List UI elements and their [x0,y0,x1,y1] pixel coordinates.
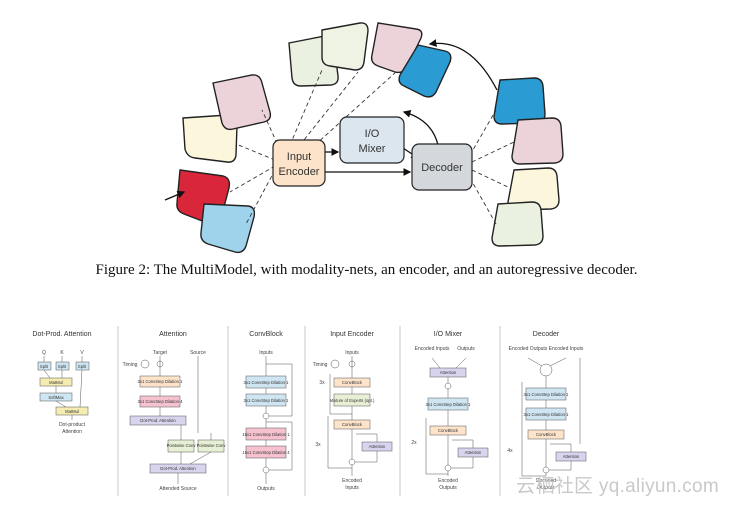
cb-conv-1: 3x1 ConvStep Dilation 1 [244,380,290,385]
modality-net-light-right [491,201,544,247]
io-attention-2: Attention [465,450,482,455]
att-conv-1: 3x1 ConvStep Dilation 1 [138,379,184,384]
dp-footer-2: Attention [62,429,82,435]
panel-convblock: ConvBlock Inputs 3x1 ConvStep Dilation 1… [242,331,293,492]
softmax: SoftMax [48,395,64,400]
multimodel-diagram: Input Encoder I/O Mixer Decoder [164,22,564,254]
ie-footer-1: Encoded [342,478,362,484]
dec-footer-2: Outputs [537,485,555,491]
pointwise-2: Pointwise Conv [197,443,227,448]
left-modality-nets [176,22,452,254]
target-label: Target [153,350,168,356]
io-footer-1: Encoded [438,478,458,484]
panel-io-mixer: I/O Mixer Encoded Inputs Outputs Attenti… [411,331,489,491]
att-dp-1: Dot-Prod. Attention [140,418,176,423]
watermark: 云栖社区 yq.aliyun.com [516,476,719,497]
decoder-box: Decoder [411,143,473,191]
inputs-label: Inputs [345,350,359,356]
input-encoder-label-2: Encoder [279,166,320,178]
split-v: Split [78,364,87,369]
modality-net-teal-top [398,44,452,98]
io-mixer-label-1: I/O [365,128,380,140]
panel-title: ConvBlock [249,331,283,338]
split-q: Split [40,364,49,369]
cb-conv-2: 3x1 ConvStep Dilation 1 [244,398,290,403]
io-mixer-box: I/O Mixer [339,116,405,164]
modality-net-pink-right [511,117,564,165]
inputs-label: Inputs [259,350,273,356]
io-attention-1: Attention [440,370,457,375]
panel-title: I/O Mixer [434,331,463,338]
panel-dot-prod-attention: Dot-Prod. Attention Q K V Split Split Sp… [32,331,91,435]
matmul-1: MatMul [49,380,63,385]
panel-attention: Attention Timing Target Source 3x1 ConvS… [123,331,227,492]
timing-label: Timing [313,362,328,368]
modality-net-pink-left [212,74,272,131]
repeat-2x: 2x [411,440,417,446]
dec-conv-1: 3x1 ConvStep Dilation 1 [524,392,570,397]
right-modality-nets [491,77,564,247]
panel-title: Input Encoder [330,331,374,338]
split-k: Split [58,364,67,369]
io-footer-2: Outputs [439,485,457,491]
pointwise-1: Pointwise Conv [167,443,197,448]
modality-net-blue-left [200,203,256,254]
io-outputs: Outputs [457,346,475,352]
v-label: V [80,350,84,356]
panel-input-encoder: Input Encoder Inputs Timing 3x ConvBlock… [313,331,393,491]
flow-arrows [164,39,498,201]
ie-convblock-2: ConvBlock [342,422,363,427]
q-label: Q [42,350,46,356]
output-dashed-lines [469,109,515,225]
attended-source: Attended Source [159,486,196,492]
matmul-2: MatMul [65,409,79,414]
source-label: Source [190,350,206,356]
k-label: K [60,350,64,356]
dec-encoded-inputs: Encoded Inputs [549,346,584,352]
dec-footer-1: Decoded [536,478,556,484]
panel-title: Dot-Prod. Attention [32,331,91,338]
dec-conv-2: 3x1 ConvStep Dilation 1 [524,412,570,417]
cb-conv-3: 15x1 ConvStep Dilation 1 [242,432,290,437]
repeat-3x-1: 3x [319,380,325,386]
dec-convblock: ConvBlock [536,432,557,437]
panel-title: Attention [159,331,187,338]
io-conv: 3x1 ConvStep Dilation 1 [426,402,472,407]
dp-footer-1: Dot-product [59,422,86,428]
ie-convblock-1: ConvBlock [342,380,363,385]
ie-attention: Attention [369,444,386,449]
timing-label: Timing [123,362,138,368]
io-convblock: ConvBlock [438,428,459,433]
repeat-4x: 4x [507,448,513,454]
panel-separators [117,326,501,496]
io-encoded-inputs: Encoded Inputs [415,346,450,352]
ie-moe: Mixture of Experts (opt.) [330,398,375,403]
att-dp-2: Dot-Prod. Attention [160,466,196,471]
panel-title: Decoder [533,331,560,338]
io-mixer-label-2: Mixer [359,143,386,155]
modality-net-teal-right [493,77,546,125]
outputs-label: Outputs [257,486,275,492]
input-encoder-label-1: Input [287,151,311,163]
component-panels: Dot-Prod. Attention Q K V Split Split Sp… [32,326,587,496]
decoder-label: Decoder [421,162,463,174]
cb-conv-4: 15x1 ConvStep Dilation 4 [242,450,290,455]
modality-net-light-top2 [321,22,369,71]
repeat-3x-2: 3x [315,442,321,448]
ie-footer-2: Inputs [345,485,359,491]
att-conv-2: 3x1 ConvStep Dilation 4 [138,399,184,404]
input-encoder-box: Input Encoder [272,139,326,187]
dec-attention: Attention [563,454,580,459]
figure-caption: Figure 2: The MultiModel, with modality-… [95,262,638,278]
dec-encoded-outputs: Encoded Outputs [509,346,548,352]
panel-decoder: Decoder Encoded Outputs Encoded Inputs 3… [507,331,587,491]
